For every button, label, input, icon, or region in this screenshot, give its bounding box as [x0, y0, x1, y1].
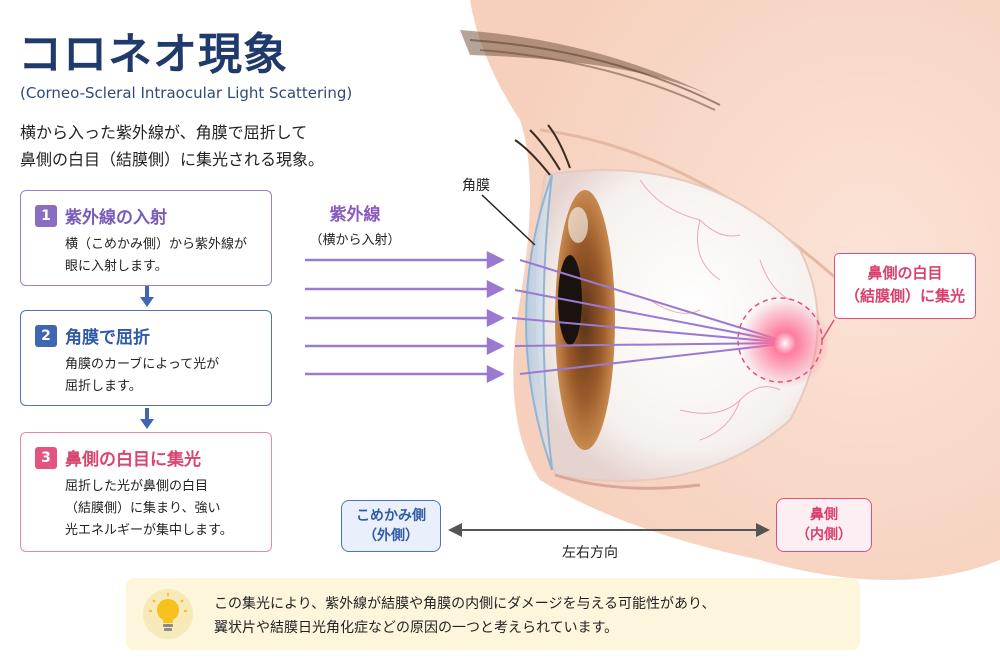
- step-card-2: 2 角膜で屈折 角膜のカーブによって光が 屈折します。: [20, 310, 272, 406]
- down-arrow-icon: [140, 408, 154, 429]
- step-number: 2: [35, 324, 57, 347]
- page-title: コロネオ現象: [18, 29, 288, 80]
- step-text: 屈折した光が鼻側の白目: [65, 479, 209, 494]
- step-text: （結膜側）に集まり、強い: [65, 501, 221, 516]
- step-number: 3: [35, 446, 57, 469]
- step-card-3: 3 鼻側の白目に集光 屈折した光が鼻側の白目 （結膜側）に集まり、強い 光エネルギ…: [20, 432, 272, 552]
- uv-label-title: 紫外線: [329, 205, 381, 225]
- step-heading: 鼻側の白目に集光: [65, 450, 201, 470]
- description-line: 横から入った紫外線が、角膜で屈折して: [20, 123, 308, 142]
- step-text: 光エネルギーが集中します。: [65, 523, 233, 538]
- cornea-label: 角膜: [462, 178, 490, 194]
- callout-line: 鼻側の白目: [867, 264, 943, 282]
- note-line: この集光により、紫外線が結膜や角膜の内側にダメージを与える可能性があり、: [214, 596, 716, 612]
- note-text: この集光により、紫外線が結膜や角膜の内側にダメージを与える可能性があり、 翼状片…: [214, 592, 715, 640]
- direction-double-arrow: [448, 523, 770, 537]
- note-box: この集光により、紫外線が結膜や角膜の内側にダメージを与える可能性があり、 翼状片…: [126, 578, 860, 650]
- step-card-1: 1 紫外線の入射 横（こめかみ側）から紫外線が 眼に入射します。: [20, 190, 272, 286]
- uv-label-sub: （横から入射）: [309, 233, 401, 248]
- nose-side-box: 鼻側 （内側）: [776, 498, 872, 552]
- step-text: 眼に入射します。: [65, 259, 168, 274]
- callout-line: （結膜側）に集光: [844, 287, 965, 305]
- step-heading: 紫外線の入射: [65, 208, 167, 228]
- lightbulb-icon: [143, 589, 193, 639]
- step-heading: 角膜で屈折: [65, 328, 150, 348]
- description-line: 鼻側の白目（結膜側）に集光される現象。: [20, 150, 325, 169]
- step-text: 角膜のカーブによって光が: [65, 357, 220, 372]
- temple-side-sub: （外側）: [363, 528, 419, 544]
- direction-label: 左右方向: [562, 545, 618, 561]
- step-number: 1: [35, 204, 57, 227]
- uv-label: 紫外線 （横から入射）: [300, 200, 410, 248]
- down-arrow-icon: [140, 286, 154, 307]
- description: 横から入った紫外線が、角膜で屈折して 鼻側の白目（結膜側）に集光される現象。: [20, 119, 324, 173]
- nose-side-sub: （内側）: [796, 527, 852, 543]
- nose-side-label: 鼻側: [810, 507, 838, 523]
- step-text: 屈折します。: [65, 379, 142, 394]
- page-subtitle: (Corneo-Scleral Intraocular Light Scatte…: [20, 84, 353, 102]
- temple-side-box: こめかみ側 （外側）: [341, 500, 441, 552]
- nasal-focus-callout: 鼻側の白目 （結膜側）に集光: [834, 253, 976, 319]
- temple-side-label: こめかみ側: [356, 508, 426, 524]
- note-line: 翼状片や結膜日光角化症などの原因の一つと考えられています。: [214, 620, 619, 636]
- step-text: 横（こめかみ側）から紫外線が: [65, 237, 248, 252]
